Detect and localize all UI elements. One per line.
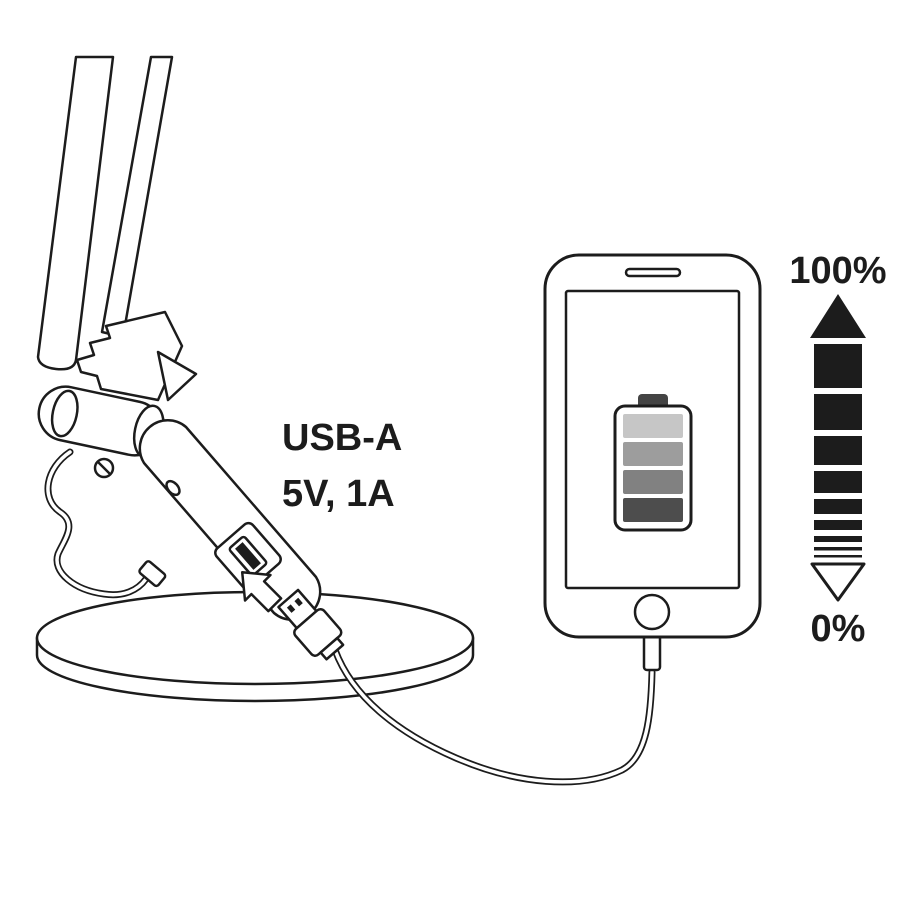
lamp-base: [35, 590, 475, 703]
port-labels: USB-A 5V, 1A: [282, 417, 402, 515]
lamp-screw-slot: [96, 460, 112, 476]
usb-connector-hole-2: [286, 604, 296, 613]
phone-speaker: [624, 267, 682, 278]
lamp-cord: [44, 448, 150, 599]
phone-plug: [642, 632, 662, 672]
usb-port: [214, 521, 282, 591]
usb-type-label: USB-A: [282, 417, 402, 459]
usb-connector: [277, 588, 345, 661]
battery-segment-1: [623, 414, 683, 438]
insert-arrow-icon: [240, 570, 283, 613]
lamp-clamp: [75, 310, 184, 402]
scale-bar: [814, 394, 862, 430]
down-arrow-icon: [810, 562, 866, 602]
cord-plug: [138, 560, 167, 588]
scale-bar: [814, 471, 862, 493]
ink-layer: 100% 0% USB-A 5V, 1A: [35, 55, 887, 786]
usb-port-slot: [235, 542, 261, 570]
scale-bar: [814, 555, 862, 558]
full-label: 100%: [789, 250, 886, 292]
battery-segment-3: [623, 470, 683, 494]
scale-bar: [814, 520, 862, 530]
charge-scale: 100% 0%: [789, 250, 886, 650]
usb-connector-hole-1: [294, 597, 303, 607]
battery-segment-4: [623, 498, 683, 522]
empty-label: 0%: [811, 608, 866, 650]
usb-connector-collar: [319, 636, 345, 661]
scale-bar: [814, 499, 862, 514]
phone: [543, 253, 762, 639]
scale-bar: [814, 536, 862, 542]
scale-bar: [814, 436, 862, 465]
lamp-hinge-cap-left: [50, 389, 79, 438]
scale-bar: [814, 547, 862, 551]
lamp-stem-detail: [165, 479, 181, 497]
usb-spec-label: 5V, 1A: [282, 473, 395, 515]
up-arrow-icon: [810, 294, 866, 338]
battery-icon: [613, 394, 693, 532]
lamp-bracket: [156, 350, 198, 402]
usb-cable: [331, 646, 656, 786]
battery-segment-2: [623, 442, 683, 466]
lamp-arm-rod: [100, 55, 174, 339]
lamp-arm-tube: [36, 55, 115, 371]
lamp-base-top: [35, 590, 475, 686]
phone-home-button: [633, 593, 671, 631]
scale-bar: [814, 344, 862, 388]
lamp-stem: [138, 419, 322, 621]
